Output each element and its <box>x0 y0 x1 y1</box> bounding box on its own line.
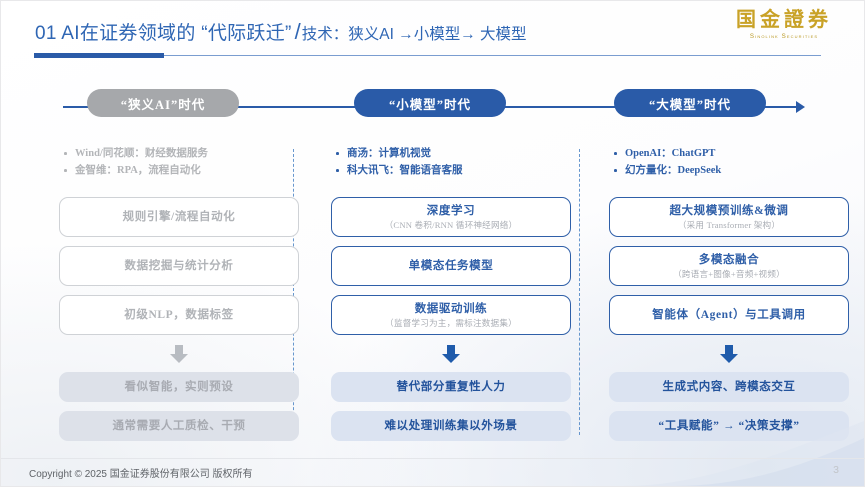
title-separator: / <box>294 19 301 44</box>
timeline: “狭义AI”时代 “小模型”时代 “大模型”时代 <box>1 89 865 125</box>
capability-subtitle: （跨语言+图像+音频+视频） <box>673 268 785 279</box>
page-title: 01 AI在证券领域的 “代际跃迁” / 技术：狭义AI →小模型→ 大模型 <box>35 18 527 45</box>
logo-chinese-text: 国金證券 <box>736 9 832 31</box>
outcome-box[interactable]: 替代部分重复性人力 <box>331 372 571 402</box>
capability-subtitle: （CNN 卷积/RNN 循环神经网络） <box>384 219 518 230</box>
example-list: Wind/同花顺：财经数据服务 金智维：RPA，流程自动化 <box>59 145 299 197</box>
outcome-title: 生成式内容、跨模态交互 <box>662 381 796 393</box>
title-underline-accent <box>34 53 164 58</box>
capability-box[interactable]: 规则引擎/流程自动化 <box>59 197 299 237</box>
column-divider-2 <box>579 149 580 435</box>
column-narrow-ai: Wind/同花顺：财经数据服务 金智维：RPA，流程自动化 规则引擎/流程自动化… <box>59 145 299 450</box>
capability-box[interactable]: 数据驱动训练 （监督学习为主，需标注数据集） <box>331 295 571 335</box>
outcome-title: 看似智能，实则预设 <box>124 381 234 393</box>
capability-subtitle: （监督学习为主，需标注数据集） <box>385 317 517 328</box>
capability-title: 数据驱动训练 <box>414 302 488 315</box>
capability-title: 多模态融合 <box>698 253 760 266</box>
outcome-title: 替代部分重复性人力 <box>396 381 506 393</box>
capability-title: 深度学习 <box>426 204 476 217</box>
outcome-title: “工具赋能” → “决策支撑” <box>658 420 800 432</box>
outcome-box[interactable]: 难以处理训练集以外场景 <box>331 411 571 441</box>
outcome-box[interactable]: 看似智能，实则预设 <box>59 372 299 402</box>
slide-footer: Copyright © 2025 国金证券股份有限公司 版权所有 3 <box>1 458 865 486</box>
timeline-arrow-icon <box>796 101 805 113</box>
column-small-model: 商汤：计算机视觉 科大讯飞：智能语音客服 深度学习 （CNN 卷积/RNN 循环… <box>331 145 571 450</box>
copyright-text: Copyright © 2025 国金证券股份有限公司 版权所有 <box>29 469 253 480</box>
list-item: 科大讯飞：智能语音客服 <box>331 162 571 179</box>
company-logo: 国金證券 Sinolink Securities <box>724 9 844 53</box>
list-item: 幻方量化：DeepSeek <box>609 162 849 179</box>
capability-box[interactable]: 多模态融合 （跨语言+图像+音频+视频） <box>609 246 849 286</box>
capability-title: 智能体（Agent）与工具调用 <box>652 309 806 321</box>
capability-box[interactable]: 智能体（Agent）与工具调用 <box>609 295 849 335</box>
title-main-text: 01 AI在证券领域的 “代际跃迁” <box>35 23 292 44</box>
list-item: Wind/同花顺：财经数据服务 <box>59 145 299 162</box>
outcome-title: 难以处理训练集以外场景 <box>384 420 518 432</box>
capability-title: 规则引擎/流程自动化 <box>122 211 236 223</box>
capability-title: 超大规模预训练&微调 <box>669 204 789 217</box>
title-underline-thin <box>34 54 821 57</box>
timeline-stage-1[interactable]: “狭义AI”时代 <box>87 89 239 117</box>
footer-divider <box>1 458 865 459</box>
column-divider-1 <box>293 149 294 435</box>
down-arrow-icon <box>331 344 571 364</box>
capability-subtitle: （采用 Transformer 架构） <box>677 219 781 230</box>
down-arrow-icon <box>609 344 849 364</box>
slide-header: 01 AI在证券领域的 “代际跃迁” / 技术：狭义AI →小模型→ 大模型 国… <box>1 1 865 63</box>
outcome-box[interactable]: 通常需要人工质检、干预 <box>59 411 299 441</box>
capability-box[interactable]: 单模态任务模型 <box>331 246 571 286</box>
timeline-stage-3[interactable]: “大模型”时代 <box>614 89 766 117</box>
outcome-title: 通常需要人工质检、干预 <box>112 420 246 432</box>
capability-title: 数据挖掘与统计分析 <box>124 260 234 272</box>
outcome-box[interactable]: 生成式内容、跨模态交互 <box>609 372 849 402</box>
outcome-box[interactable]: “工具赋能” → “决策支撑” <box>609 411 849 441</box>
title-underline <box>34 53 821 58</box>
capability-title: 初级NLP，数据标签 <box>124 309 234 321</box>
logo-english-text: Sinolink Securities <box>749 33 819 40</box>
example-list: 商汤：计算机视觉 科大讯飞：智能语音客服 <box>331 145 571 197</box>
list-item: 金智维：RPA，流程自动化 <box>59 162 299 179</box>
page-number: 3 <box>833 464 839 476</box>
title-sub-text: 技术：狭义AI →小模型→ 大模型 <box>301 26 527 43</box>
capability-box[interactable]: 初级NLP，数据标签 <box>59 295 299 335</box>
capability-title: 单模态任务模型 <box>408 260 494 272</box>
capability-box[interactable]: 超大规模预训练&微调 （采用 Transformer 架构） <box>609 197 849 237</box>
example-list: OpenAI：ChatGPT 幻方量化：DeepSeek <box>609 145 849 197</box>
list-item: 商汤：计算机视觉 <box>331 145 571 162</box>
list-item: OpenAI：ChatGPT <box>609 145 849 162</box>
down-arrow-icon <box>59 344 299 364</box>
capability-box[interactable]: 数据挖掘与统计分析 <box>59 246 299 286</box>
timeline-stage-2[interactable]: “小模型”时代 <box>354 89 506 117</box>
column-large-model: OpenAI：ChatGPT 幻方量化：DeepSeek 超大规模预训练&微调 … <box>609 145 849 450</box>
capability-box[interactable]: 深度学习 （CNN 卷积/RNN 循环神经网络） <box>331 197 571 237</box>
